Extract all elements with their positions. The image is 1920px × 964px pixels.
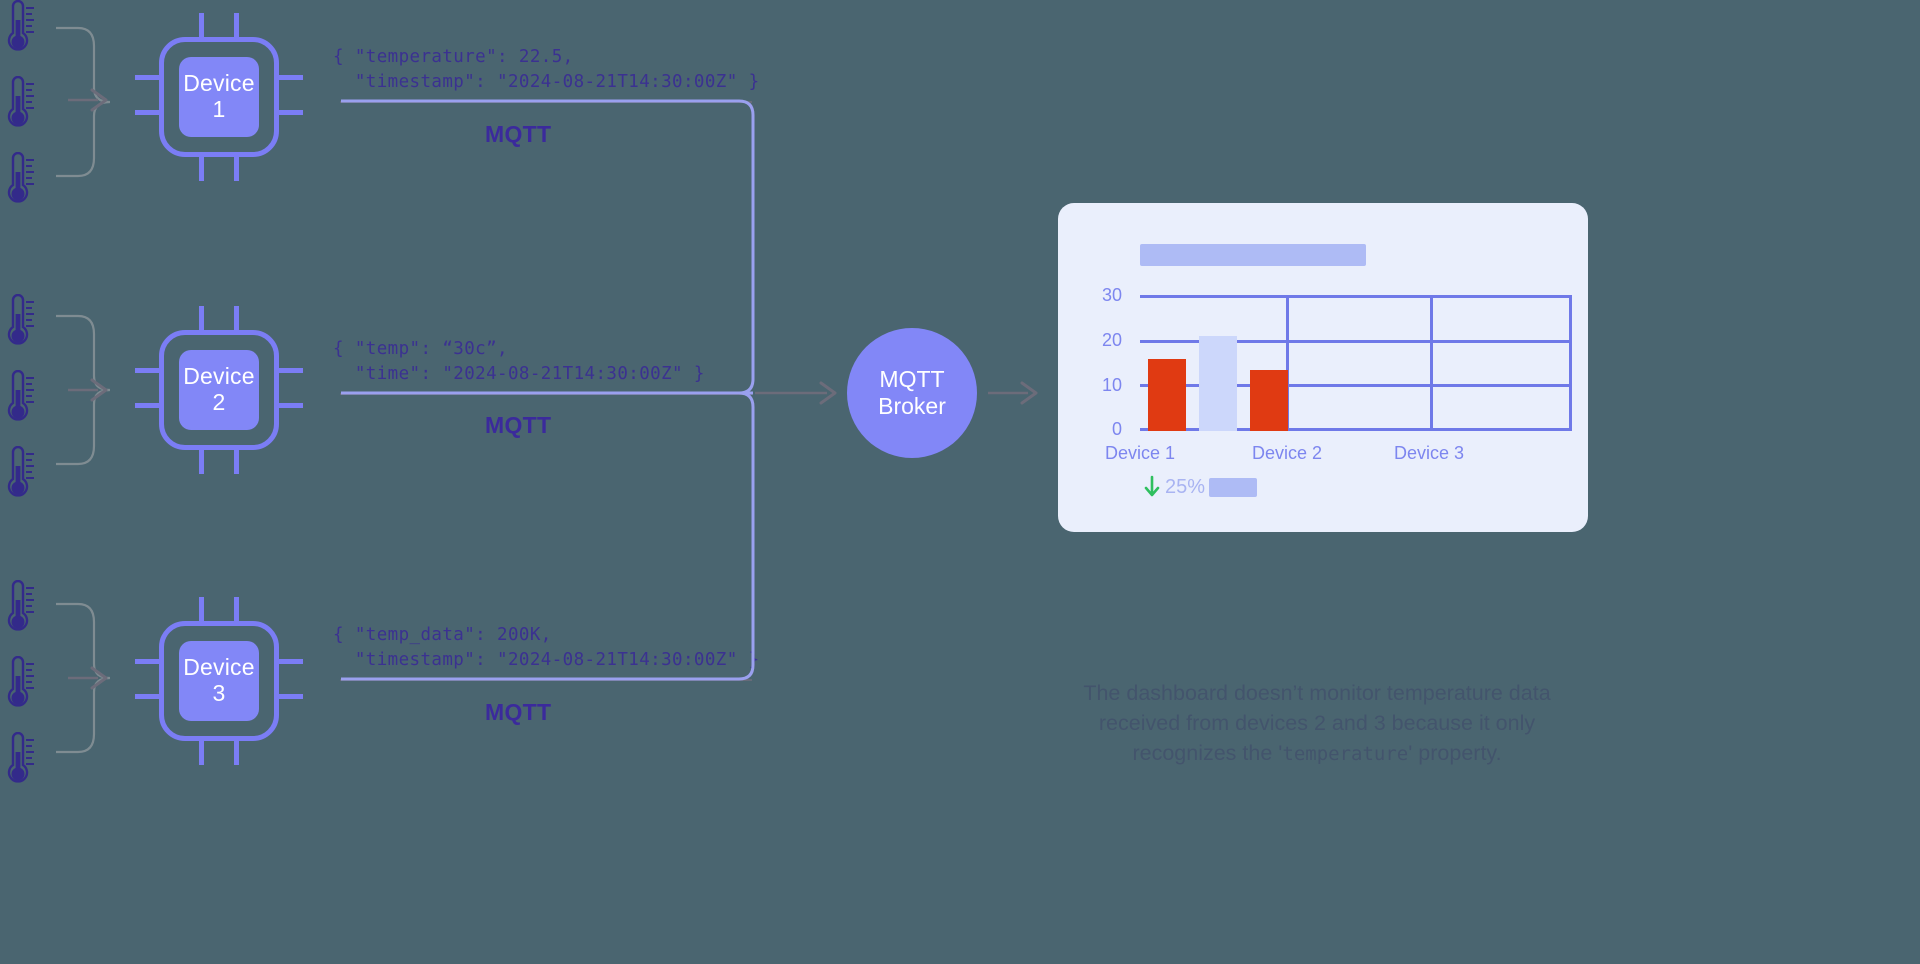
delta-indicator: 25% — [1143, 475, 1258, 499]
delta-placeholder-bar — [1209, 477, 1258, 497]
payload-device-1: { "temperature": 22.5, "timestamp": "202… — [333, 45, 760, 95]
thermometer-icon — [2, 732, 36, 788]
category-divider — [1430, 295, 1433, 431]
mqtt-label-3: MQTT — [485, 699, 552, 725]
device-chip-1[interactable]: Device 1 — [135, 13, 303, 181]
y-tick-label: 20 — [1101, 330, 1122, 350]
device-chip-2[interactable]: Device 2 — [135, 306, 303, 474]
thermometer-icon — [2, 0, 36, 56]
category-divider — [1286, 295, 1289, 431]
sensor-brace-device-2 — [56, 314, 111, 466]
payload-line-1: { "temperature": 22.5, — [333, 47, 574, 67]
caption-mono-token: temperature — [1282, 743, 1409, 765]
thermometer-icon — [2, 580, 36, 636]
routing-lines-to-broker — [341, 99, 755, 681]
device-label-line1: Device — [183, 70, 255, 97]
dashboard-card[interactable]: 30 20 10 0 Device 1 Device 2 Device 3 — [1058, 203, 1588, 532]
dashboard-caption: The dashboard doesn’t monitor temperatur… — [1050, 678, 1584, 769]
x-tick-label-device-2: Device 2 — [1251, 443, 1323, 463]
arrow-icon — [68, 378, 108, 402]
bar-device-1-c — [1250, 370, 1288, 431]
gridline-20 — [1140, 340, 1572, 343]
y-tick-label: 0 — [1111, 419, 1122, 439]
delta-value: 25% — [1165, 475, 1206, 498]
payload-device-2: { "temp": “30c”, "time": "2024-08-21T14:… — [333, 337, 705, 387]
device-label-line1: Device — [183, 654, 255, 681]
y-tick-label: 10 — [1101, 375, 1122, 395]
broker-label-line1: MQTT — [879, 365, 945, 392]
payload-line-2: "timestamp": "2024-08-21T14:30:00Z" } — [333, 650, 760, 670]
device-chip-3[interactable]: Device 3 — [135, 597, 303, 765]
arrow-icon — [988, 381, 1038, 405]
payload-line-2: "timestamp": "2024-08-21T14:30:00Z" } — [333, 72, 760, 92]
gridline-30 — [1140, 295, 1572, 298]
x-tick-label-device-1: Device 1 — [1104, 443, 1176, 463]
device-label: Device 1 — [179, 57, 259, 137]
dashboard-title-placeholder — [1140, 244, 1366, 266]
device-label-line2: 2 — [212, 389, 226, 415]
thermometer-icon — [2, 656, 36, 712]
bar-chart-plot: 30 20 10 0 — [1102, 285, 1572, 439]
mqtt-label-2: MQTT — [485, 412, 552, 438]
payload-line-1: { "temp": “30c”, — [333, 339, 508, 359]
device-label-line1: Device — [183, 363, 255, 390]
bar-device-1-b — [1199, 336, 1237, 431]
payload-line-1: { "temp_data": 200K, — [333, 625, 552, 645]
x-axis — [1140, 428, 1572, 431]
device-label-line2: 1 — [212, 96, 226, 122]
y-tick-label: 30 — [1101, 285, 1122, 305]
bar-device-1-a — [1148, 359, 1186, 431]
payload-line-2: "time": "2024-08-21T14:30:00Z" } — [333, 364, 705, 384]
arrow-icon — [68, 666, 108, 690]
device-label: Device 3 — [179, 641, 259, 721]
caption-part-2: ' property. — [1408, 741, 1502, 765]
thermometer-icon — [2, 152, 36, 208]
thermometer-icon — [2, 446, 36, 502]
device-label: Device 2 — [179, 350, 259, 430]
thermometer-icon — [2, 294, 36, 350]
device-label-line2: 3 — [212, 680, 226, 706]
arrow-icon — [755, 381, 837, 405]
sensor-brace-device-1 — [56, 26, 111, 178]
gridline-10 — [1140, 384, 1572, 387]
x-tick-label-device-3: Device 3 — [1393, 443, 1465, 463]
mqtt-label-1: MQTT — [485, 121, 552, 147]
thermometer-icon — [2, 76, 36, 132]
arrow-icon — [68, 88, 108, 112]
mqtt-broker-node[interactable]: MQTT Broker — [847, 328, 977, 458]
thermometer-icon — [2, 370, 36, 426]
category-divider — [1569, 295, 1572, 431]
arrow-down-icon — [1144, 475, 1160, 497]
sensor-brace-device-3 — [56, 602, 111, 754]
broker-label-line2: Broker — [878, 393, 946, 419]
caption-part-1: The dashboard doesn’t monitor temperatur… — [1083, 681, 1551, 765]
payload-device-3: { "temp_data": 200K, "timestamp": "2024-… — [333, 623, 760, 673]
